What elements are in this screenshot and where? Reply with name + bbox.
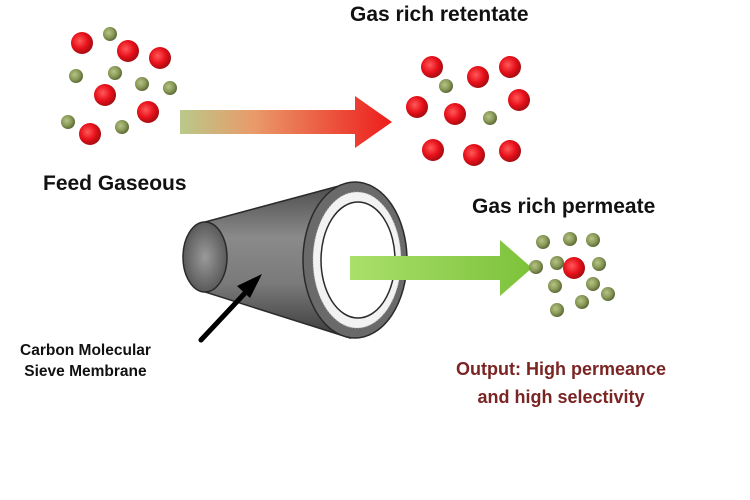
retentate-label: Gas rich retentate <box>350 3 529 26</box>
green-molecule <box>550 303 564 317</box>
green-molecule <box>163 81 177 95</box>
red-molecule <box>79 123 101 145</box>
green-molecule <box>115 120 129 134</box>
red-molecule <box>71 32 93 54</box>
green-molecule <box>563 232 577 246</box>
red-molecule <box>149 47 171 69</box>
green-molecule <box>439 79 453 93</box>
membrane-label-line1: Carbon Molecular <box>20 342 151 359</box>
output-label-line2: and high selectivity <box>477 387 645 407</box>
green-molecule <box>550 256 564 270</box>
red-molecule <box>137 101 159 123</box>
permeate-molecule-cluster <box>529 232 615 317</box>
red-molecule <box>94 84 116 106</box>
green-molecule <box>601 287 615 301</box>
green-molecule <box>135 77 149 91</box>
output-label-line1: Output: High permeance <box>456 359 667 379</box>
green-molecule <box>586 277 600 291</box>
tube-back-end <box>182 221 228 293</box>
permeate-arrow <box>350 240 532 296</box>
red-molecule <box>499 140 521 162</box>
green-molecule <box>536 235 550 249</box>
red-molecule <box>421 56 443 78</box>
red-molecule <box>117 40 139 62</box>
green-molecule <box>575 295 589 309</box>
red-molecule <box>444 103 466 125</box>
retentate-arrow <box>180 96 392 148</box>
red-molecule <box>467 66 489 88</box>
output-label: Output: High permeance and high selectiv… <box>456 355 666 411</box>
retentate-molecule-cluster <box>406 56 530 166</box>
red-molecule <box>406 96 428 118</box>
membrane-label: Carbon Molecular Sieve Membrane <box>20 340 151 382</box>
green-molecule <box>592 257 606 271</box>
green-molecule <box>529 260 543 274</box>
green-molecule <box>69 69 83 83</box>
feed-label: Feed Gaseous <box>43 172 187 195</box>
green-molecule <box>586 233 600 247</box>
green-molecule <box>61 115 75 129</box>
membrane-label-line2: Sieve Membrane <box>24 363 147 380</box>
red-molecule <box>499 56 521 78</box>
red-molecule <box>422 139 444 161</box>
green-molecule <box>103 27 117 41</box>
permeate-label: Gas rich permeate <box>472 195 656 218</box>
membrane-pointer-arrow <box>198 274 262 343</box>
red-molecule <box>508 89 530 111</box>
red-molecule <box>563 257 585 279</box>
green-molecule <box>108 66 122 80</box>
red-molecule <box>463 144 485 166</box>
feed-molecule-cluster <box>61 27 177 145</box>
green-molecule <box>548 279 562 293</box>
green-molecule <box>483 111 497 125</box>
